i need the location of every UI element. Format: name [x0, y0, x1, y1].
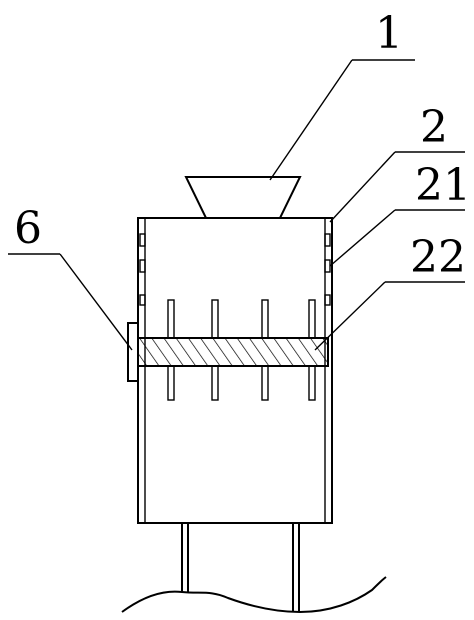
label-21: 21: [415, 160, 471, 211]
label-6: 6: [14, 203, 42, 254]
shaft-blades: [167, 299, 316, 401]
rotating-shaft: [137, 337, 329, 367]
label-2: 2: [420, 102, 448, 153]
label-1: 1: [375, 8, 403, 59]
label-22: 22: [410, 232, 466, 283]
housing: [137, 217, 333, 524]
ground-line: [121, 576, 387, 614]
side-flange: [127, 322, 139, 382]
hopper: [184, 176, 302, 219]
leader-lines: [8, 59, 465, 351]
support-legs: [181, 523, 300, 612]
wall-studs: [139, 233, 331, 306]
